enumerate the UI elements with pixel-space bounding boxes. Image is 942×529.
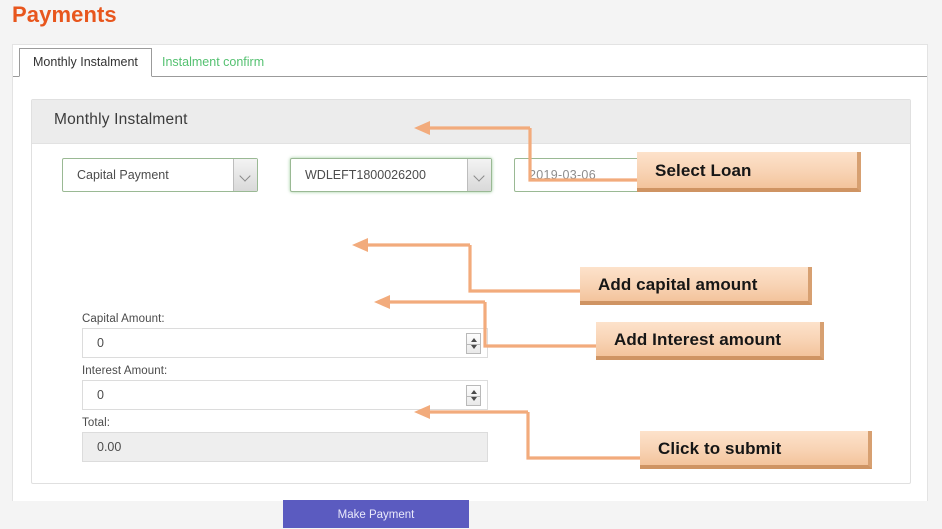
annotation-click-submit-label: Click to submit — [658, 438, 782, 458]
payment-date-value: 2019-03-06 — [529, 168, 596, 182]
total-label: Total: — [82, 417, 111, 429]
capital-amount-input[interactable]: 0 — [82, 328, 488, 358]
annotation-select-loan: Select Loan — [637, 152, 861, 192]
tab-instalment-confirm[interactable]: Instalment confirm — [148, 48, 278, 77]
page-title: Payments — [12, 2, 117, 27]
interest-amount-input[interactable]: 0 — [82, 380, 488, 410]
annotation-select-loan-label: Select Loan — [655, 160, 752, 180]
payment-type-value: Capital Payment — [77, 168, 169, 182]
total-value: 0.00 — [97, 440, 122, 454]
amount-fields: Capital Amount: 0 Interest Amount: 0 Tot… — [82, 310, 488, 462]
loan-reference-select[interactable]: WDLEFT1800026200 — [290, 158, 492, 192]
capital-amount-stepper[interactable] — [466, 333, 481, 354]
total-field: 0.00 — [82, 432, 488, 462]
interest-amount-value: 0 — [97, 388, 104, 402]
chevron-down-icon[interactable] — [233, 159, 257, 191]
chevron-down-icon[interactable] — [467, 159, 491, 191]
tab-monthly-instalment-label: Monthly Instalment — [33, 55, 138, 69]
make-payment-button[interactable]: Make Payment — [283, 500, 469, 528]
annotation-add-interest-label: Add Interest amount — [614, 329, 782, 349]
panel-title: Monthly Instalment — [54, 111, 188, 128]
interest-amount-label: Interest Amount: — [82, 365, 168, 377]
tab-strip: Monthly Instalment Instalment confirm — [13, 45, 927, 77]
annotation-add-interest: Add Interest amount — [596, 322, 824, 360]
annotation-add-capital: Add capital amount — [580, 267, 812, 305]
annotation-add-capital-label: Add capital amount — [598, 274, 758, 294]
capital-amount-value: 0 — [97, 336, 104, 350]
payment-type-select[interactable]: Capital Payment — [62, 158, 258, 192]
capital-amount-label: Capital Amount: — [82, 313, 165, 325]
tab-instalment-confirm-label: Instalment confirm — [162, 55, 265, 69]
tab-monthly-instalment[interactable]: Monthly Instalment — [19, 48, 152, 77]
loan-reference-value: WDLEFT1800026200 — [305, 168, 426, 182]
annotation-click-submit: Click to submit — [640, 431, 872, 469]
interest-amount-stepper[interactable] — [466, 385, 481, 406]
panel-header: Monthly Instalment — [32, 100, 910, 144]
